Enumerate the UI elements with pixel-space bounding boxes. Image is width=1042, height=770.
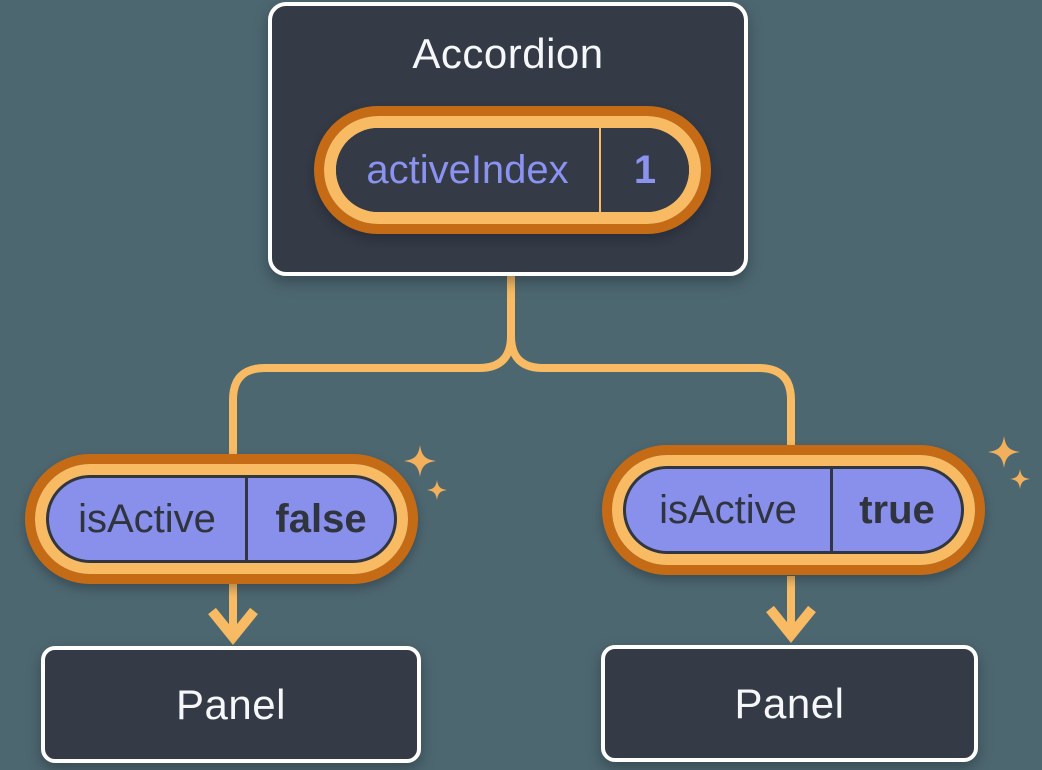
state-pill-divider [830,469,833,551]
right-panel-node: Panel [601,645,978,762]
state-name: isActive [659,487,797,532]
accordion-node: Accordion activeIndex 1 [268,2,748,276]
connector-accordion-to-left [229,274,515,468]
sparkle-icon [988,436,1030,489]
left-panel-node: Panel [41,646,421,763]
connector-accordion-to-right [507,274,795,458]
state-value: true [859,487,935,532]
state-pill-core: activeIndex 1 [336,128,689,212]
panel-title: Panel [734,679,845,727]
left-panel-state-pill: isActive false [25,454,418,584]
sparkle-icon [404,445,447,500]
state-pill-ring: isActive true [612,455,975,565]
state-name: isActive [78,496,216,541]
state-name: activeIndex [366,147,569,192]
state-value: false [275,496,367,541]
accordion-state-pill: activeIndex 1 [314,106,711,234]
state-value: 1 [633,147,657,192]
right-panel-state-pill: isActive true [602,445,985,575]
arrow-down-icon [208,584,258,645]
arrow-down-icon [766,576,816,643]
state-pill-ring: activeIndex 1 [324,116,701,224]
state-pill-ring: isActive false [35,464,408,574]
state-pill-core: isActive false [46,475,397,563]
state-pill-divider [245,478,248,560]
state-pill-divider [599,128,601,212]
panel-title: Panel [176,680,286,728]
accordion-title: Accordion [412,30,604,77]
state-pill-core: isActive true [623,466,964,554]
